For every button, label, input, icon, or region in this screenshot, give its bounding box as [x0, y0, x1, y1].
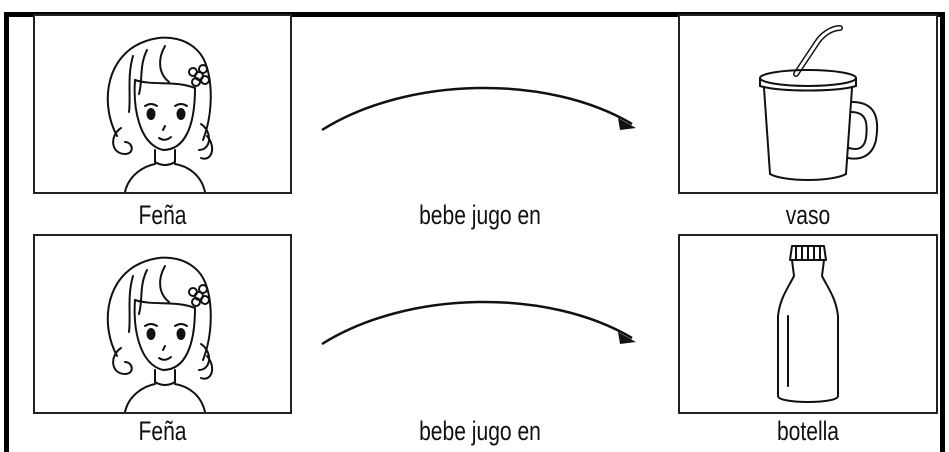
- subject-caption-1: Feña: [138, 200, 187, 230]
- arrow-1: [321, 86, 636, 132]
- girl-icon: [106, 256, 214, 412]
- girl-icon: [106, 36, 214, 192]
- object-caption-2: botella: [776, 416, 840, 446]
- verb-caption-1: bebe jugo en: [419, 200, 541, 230]
- subject-caption-2: Feña: [138, 416, 187, 446]
- girl-picture-2: [33, 234, 292, 414]
- verb-caption-2: bebe jugo en: [419, 416, 541, 446]
- bottle-icon: [777, 245, 839, 403]
- glass-picture: [678, 14, 938, 194]
- object-caption-1: vaso: [785, 200, 831, 230]
- worksheet-frame: [4, 12, 945, 452]
- girl-picture-1: [33, 14, 292, 194]
- bottle-picture: [678, 234, 938, 414]
- glass-with-straw-icon: [759, 25, 879, 181]
- arrow-2: [321, 300, 636, 346]
